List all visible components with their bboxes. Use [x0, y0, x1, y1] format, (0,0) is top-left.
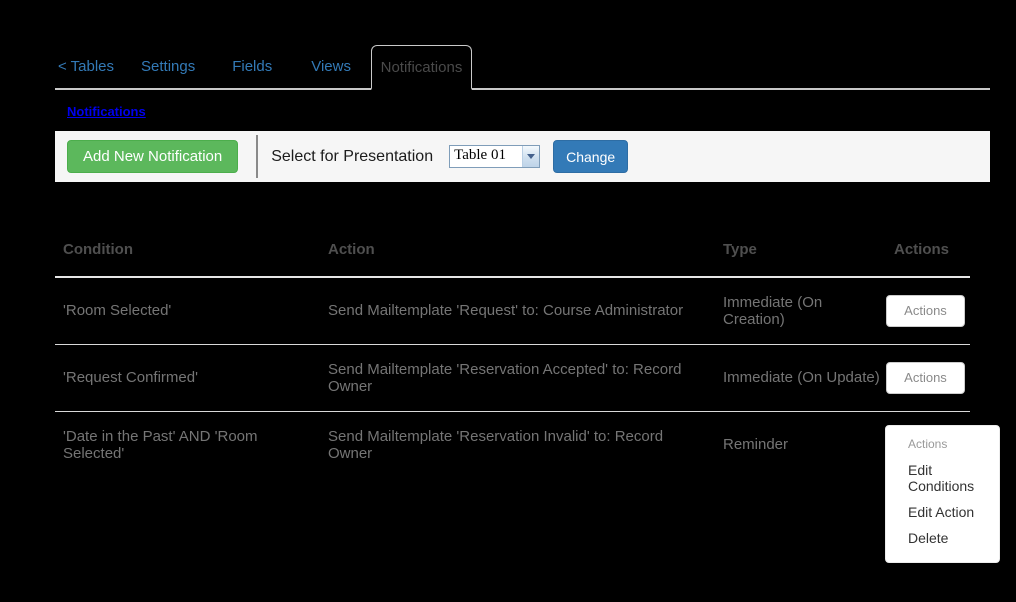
cell-type: Immediate (On Update) — [715, 344, 886, 412]
breadcrumb-notifications-link[interactable]: Notifications — [67, 104, 146, 119]
tab-notifications[interactable]: Notifications — [370, 45, 472, 90]
toolbar-divider — [256, 135, 259, 178]
content-area: < Tables Settings Fields Views Notificat… — [55, 0, 990, 478]
row-actions-button[interactable]: Actions — [886, 361, 965, 394]
select-dropdown-arrow-icon — [522, 146, 540, 167]
cell-condition: 'Room Selected' — [55, 277, 320, 345]
tab-fields[interactable]: Fields — [232, 58, 273, 75]
toolbar: Add New Notification Select for Presenta… — [55, 131, 990, 182]
cell-condition: 'Request Confirmed' — [55, 344, 320, 412]
column-header-actions: Actions — [886, 223, 970, 278]
row-actions-button[interactable]: Actions — [886, 294, 965, 327]
breadcrumb: Notifications — [55, 103, 990, 119]
tab-strip: < Tables Settings Fields Views Notificat… — [55, 0, 990, 90]
table-header-row: Condition Action Type Actions — [55, 223, 970, 278]
table-row: 'Date in the Past' AND 'Room Selected' S… — [55, 411, 970, 478]
menu-item-edit-conditions[interactable]: Edit Conditions — [908, 462, 975, 494]
menu-item-delete[interactable]: Delete — [908, 530, 949, 546]
column-header-type: Type — [715, 223, 886, 278]
cell-action: Send Mailtemplate 'Request' to: Course A… — [320, 277, 715, 345]
menu-item-edit-action[interactable]: Edit Action — [908, 504, 975, 520]
presentation-table-select-value: Table 01 — [454, 147, 506, 163]
actions-menu-header: Actions — [908, 437, 948, 451]
cell-action: Send Mailtemplate 'Reservation Invalid' … — [328, 427, 664, 462]
add-new-notification-button[interactable]: Add New Notification — [67, 140, 239, 173]
notifications-table: Condition Action Type Actions 'Room Sele… — [55, 223, 970, 478]
presentation-table-select[interactable]: Table 01 — [449, 145, 541, 168]
cell-action: Send Mailtemplate 'Reservation Accepted'… — [320, 344, 715, 412]
actions-menu: Actions Edit Conditions Edit Action Dele… — [885, 425, 1000, 563]
column-header-action: Action — [320, 223, 715, 278]
cell-condition: 'Date in the Past' AND 'Room Selected' — [63, 427, 258, 462]
cell-type: Immediate (On Creation) — [715, 277, 886, 345]
table-row: 'Request Confirmed' Send Mailtemplate 'R… — [55, 344, 970, 412]
tab-settings[interactable]: Settings — [141, 58, 196, 75]
table-row: 'Room Selected' Send Mailtemplate 'Reque… — [55, 277, 970, 345]
tab-back-to-tables[interactable]: < Tables — [58, 58, 115, 75]
tab-bar: < Tables Settings Fields Views Notificat… — [55, 45, 990, 90]
tab-views[interactable]: Views — [311, 58, 351, 75]
select-for-presentation-label: Select for Presentation — [271, 147, 434, 165]
column-header-condition: Condition — [55, 223, 320, 278]
cell-type: Reminder — [723, 436, 789, 454]
change-button[interactable]: Change — [553, 140, 629, 173]
